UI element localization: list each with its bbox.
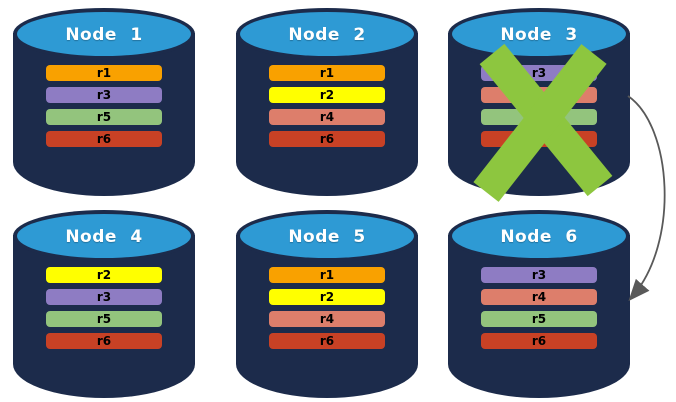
partition-bar: r5	[481, 311, 597, 327]
partition-label: r3	[96, 290, 112, 304]
partition-bar: r1	[269, 267, 385, 283]
node-title: Node 5	[288, 227, 366, 247]
partition-label: r5	[96, 312, 112, 326]
partition-bar: r6	[481, 333, 597, 349]
cylinder-top: Node 2	[240, 12, 414, 56]
partition-label: r1	[319, 268, 335, 282]
partition-bar: r1	[46, 65, 162, 81]
cylinder-top: Node 4	[17, 214, 191, 258]
partition-bar: r2	[269, 87, 385, 103]
partition-label: r1	[319, 66, 335, 80]
partition-bar: r3	[481, 267, 597, 283]
partition-bar: r4	[269, 109, 385, 125]
partition-label: r6	[531, 334, 547, 348]
partition-label: r3	[531, 268, 547, 282]
node-cylinder-1: Node 1 r1 r3 r5 r6	[13, 8, 195, 196]
partition-list: r1 r2 r4 r6	[269, 65, 385, 153]
partition-bar: r6	[46, 131, 162, 147]
partition-list: r2 r3 r5 r6	[46, 267, 162, 355]
partition-bar: r6	[269, 333, 385, 349]
partition-list: r3 r4 r5 r6	[481, 267, 597, 355]
failure-x-icon	[473, 43, 613, 202]
partition-label: r3	[531, 66, 547, 80]
partition-label: r5	[531, 312, 547, 326]
partition-label: r6	[319, 132, 335, 146]
node-title: Node 4	[65, 227, 143, 247]
partition-bar: r1	[269, 65, 385, 81]
partition-bar: r2	[269, 289, 385, 305]
partition-label: r4	[319, 110, 335, 124]
partition-bar: r5	[46, 311, 162, 327]
partition-list: r1 r3 r5 r6	[46, 65, 162, 153]
node-cylinder-3: Node 3 r3	[448, 8, 630, 202]
partition-label: r6	[96, 132, 112, 146]
partition-bar: r5	[46, 109, 162, 125]
partition-label: r1	[96, 66, 112, 80]
node-title: Node 6	[500, 227, 578, 247]
node-cylinder-5: Node 5 r1 r2 r4 r6	[236, 210, 418, 398]
cylinder-top: Node 6	[452, 214, 626, 258]
partition-label: r6	[96, 334, 112, 348]
node-cylinder-6: Node 6 r3 r4 r5 r6	[448, 210, 630, 398]
partition-bar: r4	[481, 289, 597, 305]
partition-bar: r2	[46, 267, 162, 283]
partition-label: r4	[531, 290, 547, 304]
node-title: Node 3	[500, 25, 578, 45]
partition-bar: r4	[269, 311, 385, 327]
partition-label: r2	[319, 290, 335, 304]
partition-bar: r3	[46, 289, 162, 305]
partition-label: r5	[96, 110, 112, 124]
partition-bar: r6	[46, 333, 162, 349]
cylinder-top: Node 5	[240, 214, 414, 258]
cylinder-top: Node 1	[17, 12, 191, 56]
node-title: Node 2	[288, 25, 366, 45]
partition-bar: r6	[269, 131, 385, 147]
node-title: Node 1	[65, 25, 143, 45]
partition-label: r6	[319, 334, 335, 348]
partition-list: r1 r2 r4 r6	[269, 267, 385, 355]
partition-label: r4	[319, 312, 335, 326]
partition-label: r2	[319, 88, 335, 102]
partition-label: r3	[96, 88, 112, 102]
node-cylinder-2: Node 2 r1 r2 r4 r6	[236, 8, 418, 196]
partition-label: r2	[96, 268, 112, 282]
partition-bar: r3	[46, 87, 162, 103]
node-cylinder-4: Node 4 r2 r3 r5 r6	[13, 210, 195, 398]
cylinder-top: Node 3	[452, 12, 626, 56]
